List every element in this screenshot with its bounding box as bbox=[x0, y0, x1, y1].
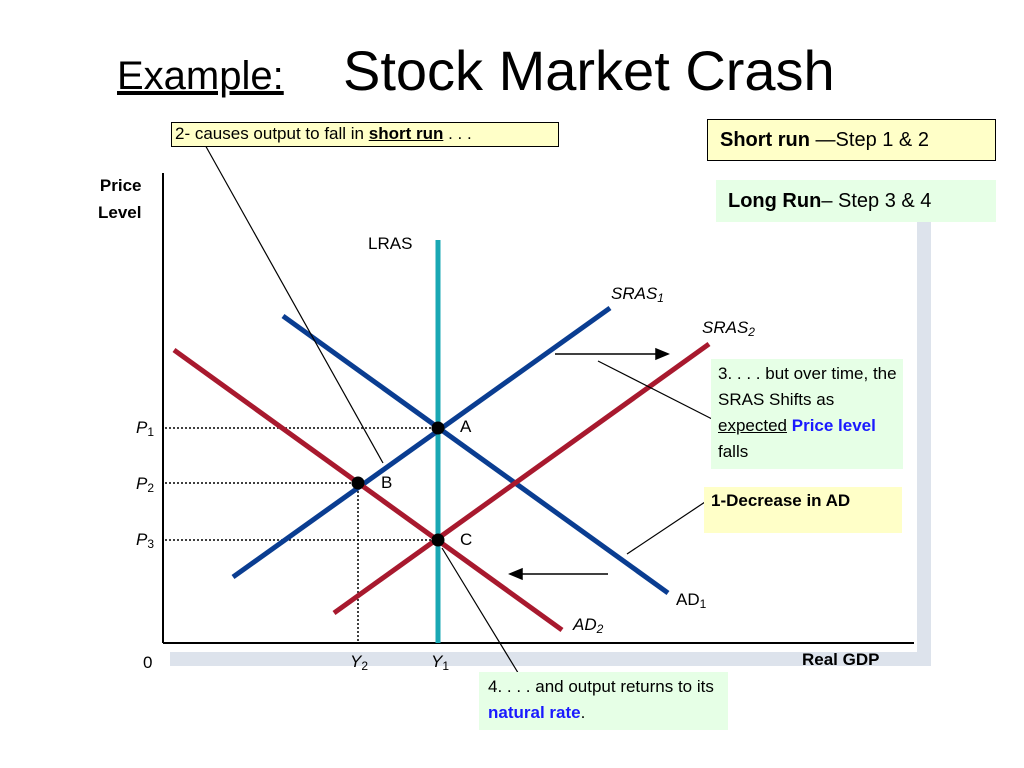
note-step4-end: . bbox=[580, 703, 586, 722]
p1-label-text: P bbox=[136, 418, 148, 437]
note-step2-emph: short run bbox=[368, 124, 444, 143]
ad2-label: AD2 bbox=[573, 615, 603, 636]
point-c-dot bbox=[431, 533, 445, 547]
note-step4-natural-rate: natural rate bbox=[488, 703, 581, 722]
sras2-label-sub: 2 bbox=[748, 325, 755, 339]
sras2-label-text: SRAS bbox=[702, 318, 749, 337]
origin-label: 0 bbox=[143, 653, 153, 672]
p1-label: P1 bbox=[136, 418, 154, 439]
note-step3: 3. . . . but over time, the SRAS Shifts … bbox=[711, 359, 903, 469]
ad2-line bbox=[172, 347, 564, 633]
p2-label-sub: 2 bbox=[147, 481, 155, 495]
ad1-line bbox=[281, 313, 670, 596]
note-step2-suffix: . . . bbox=[443, 124, 472, 143]
y1-label-sub: 1 bbox=[442, 659, 450, 673]
note-step2: 2- causes output to fall in short run . … bbox=[171, 122, 559, 147]
note-step1: 1-Decrease in AD bbox=[704, 487, 902, 533]
long-run-steps: – Step 3 & 4 bbox=[821, 190, 932, 212]
p3-label-text: P bbox=[136, 530, 148, 549]
short-run-box: Short run —Step 1 & 2 bbox=[707, 119, 996, 161]
note-step4-text: 4. . . . and output returns to its bbox=[488, 677, 714, 696]
chart-frame-shadow-right bbox=[917, 180, 931, 666]
p3-label: P3 bbox=[136, 530, 154, 551]
ad1-label: AD1 bbox=[676, 590, 706, 611]
p2-label: P2 bbox=[136, 474, 154, 495]
ad2-label-text: AD bbox=[573, 615, 597, 634]
sras2-label: SRAS2 bbox=[702, 318, 755, 339]
p3-label-sub: 3 bbox=[147, 537, 155, 551]
short-run-label: Short run bbox=[720, 129, 810, 151]
note-step3-text: 3. . . . but over time, the SRAS Shifts … bbox=[718, 364, 897, 409]
y-axis-label-line2: Level bbox=[98, 203, 142, 222]
p1-label-sub: 1 bbox=[147, 425, 155, 439]
ad-shift-arrowhead bbox=[508, 567, 523, 581]
p2-label-text: P bbox=[136, 474, 148, 493]
title-row: Example: Stock Market Crash bbox=[0, 34, 1024, 114]
y1-label-text: Y bbox=[431, 652, 443, 671]
point-c-label: C bbox=[460, 530, 473, 549]
long-run-label: Long Run bbox=[728, 190, 822, 212]
sras1-label-text: SRAS bbox=[611, 284, 658, 303]
point-b-label: B bbox=[381, 473, 393, 492]
leader-step2 bbox=[203, 142, 384, 464]
ad1-label-text: AD bbox=[676, 590, 700, 609]
long-run-box: Long Run– Step 3 & 4 bbox=[716, 180, 996, 222]
note-step1-text: 1-Decrease in AD bbox=[711, 491, 851, 510]
sras1-label-sub: 1 bbox=[657, 291, 664, 305]
point-a-dot bbox=[431, 421, 445, 435]
note-step3-expected: expected bbox=[718, 416, 787, 435]
note-step2-prefix: 2- causes output to fall in bbox=[175, 124, 369, 143]
short-run-steps: —Step 1 & 2 bbox=[810, 129, 929, 151]
y2-label-sub: 2 bbox=[361, 659, 369, 673]
point-a-label: A bbox=[460, 417, 472, 436]
ad2-label-sub: 2 bbox=[596, 622, 604, 636]
sras1-line bbox=[231, 305, 612, 580]
y-axis-label-line1: Price bbox=[99, 176, 142, 195]
note-step4: 4. . . . and output returns to its natur… bbox=[479, 672, 728, 730]
lras-label: LRAS bbox=[368, 234, 413, 253]
y-axis-label: Price Level bbox=[98, 172, 141, 226]
note-step3-end: falls bbox=[718, 442, 749, 461]
y1-label: Y1 bbox=[431, 652, 449, 673]
y2-label: Y2 bbox=[350, 652, 368, 673]
x-axis-label: Real GDP bbox=[802, 650, 880, 669]
sras-shift-arrowhead bbox=[655, 347, 670, 361]
ad1-label-sub: 1 bbox=[699, 597, 707, 611]
title-prefix: Example: bbox=[117, 54, 284, 98]
leader-step1 bbox=[626, 499, 709, 555]
page-title: Stock Market Crash bbox=[343, 39, 835, 102]
point-b-dot bbox=[351, 476, 365, 490]
sras1-label: SRAS1 bbox=[611, 284, 664, 305]
y2-label-text: Y bbox=[350, 652, 362, 671]
note-step3-price-level: Price level bbox=[791, 416, 876, 435]
leader-step4 bbox=[441, 547, 521, 677]
shift-arrows bbox=[508, 347, 670, 581]
leader-step3 bbox=[597, 360, 715, 421]
dotted-guides bbox=[165, 427, 438, 643]
sras2-line bbox=[332, 341, 711, 616]
chart-frame-shadow-bottom bbox=[170, 652, 931, 666]
callout-leaders bbox=[203, 142, 715, 677]
